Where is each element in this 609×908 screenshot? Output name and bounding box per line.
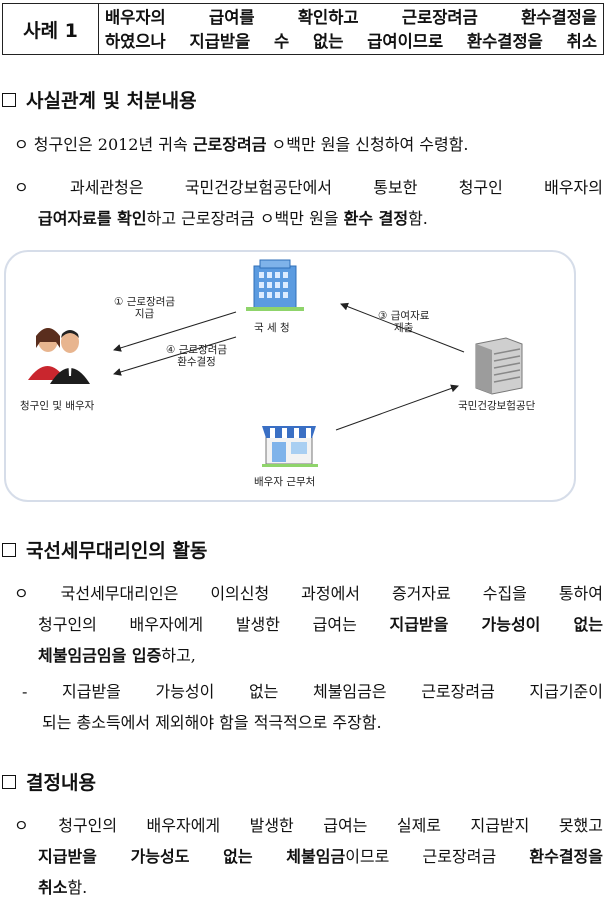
square-bullet-icon: [2, 774, 16, 789]
arrow-1: [113, 311, 237, 352]
section-heading-activity: 국선세무대리인의 활동: [2, 536, 207, 563]
case-title: 배우자의 급여를 확인하고 근로장려금 환수결정을 하였으나 지급받을 수 없는…: [99, 4, 603, 54]
section-heading-facts: 사실관계 및 처분내용: [2, 86, 197, 113]
arrow-3: [340, 302, 465, 353]
square-bullet-icon: [2, 542, 16, 557]
facts-paragraph-1: ㅇ 청구인은 2012년 귀속 근로장려금 ㅇ백만 원을 신청하여 수령함.: [14, 135, 469, 154]
arrow-2: [335, 384, 459, 431]
node-claimant: 청구인 및 배우자: [20, 400, 95, 412]
workplace-shop-icon: [262, 426, 318, 467]
process-diagram: 국 세 청 청구인 및 배우자 국민건강보험공단 배우자 근무처 ① 근로장려금…: [4, 250, 576, 502]
node-workplace: 배우자 근무처: [254, 476, 316, 488]
section-heading-activity-text: 국선세무대리인의 활동: [26, 540, 208, 562]
activity-paragraph-2: - 지급받을 가능성이 없는 체불임금은 근로장려금 지급기준이 되는 총소득에…: [22, 682, 603, 732]
node-tax-office: 국 세 청: [254, 322, 290, 334]
tax-office-icon: [246, 259, 304, 311]
couple-icon: [28, 328, 90, 384]
section-heading-decision-text: 결정내용: [26, 772, 96, 794]
facts-paragraph-2: ㅇ 과세관청은 국민건강보험공단에서 통보한 청구인 배우자의 급여자료를 확인…: [14, 178, 603, 228]
activity-paragraph-1: ㅇ 국선세무대리인은 이의신청 과정에서 증거자료 수집을 통하여 청구인의 배…: [14, 584, 603, 665]
arrow-4: [113, 336, 237, 376]
section-heading-decision: 결정내용: [2, 768, 96, 795]
case-header-box: 사례 1 배우자의 급여를 확인하고 근로장려금 환수결정을 하였으나 지급받을…: [2, 3, 604, 55]
case-tag: 사례 1: [3, 4, 99, 54]
case-title-line-2: 하였으나 지급받을 수 없는 급여이므로 환수결정을 취소: [105, 32, 597, 51]
case-title-line-1: 배우자의 급여를 확인하고 근로장려금 환수결정을: [105, 8, 597, 27]
node-nhis: 국민건강보험공단: [458, 400, 536, 412]
nhis-building-icon: [475, 337, 523, 395]
section-heading-facts-text: 사실관계 및 처분내용: [26, 90, 197, 112]
decision-paragraph-1: ㅇ 청구인의 배우자에게 발생한 급여는 실제로 지급받지 못했고 지급받을 가…: [14, 816, 604, 897]
square-bullet-icon: [2, 92, 16, 107]
diagram-arrows: [28, 259, 523, 467]
